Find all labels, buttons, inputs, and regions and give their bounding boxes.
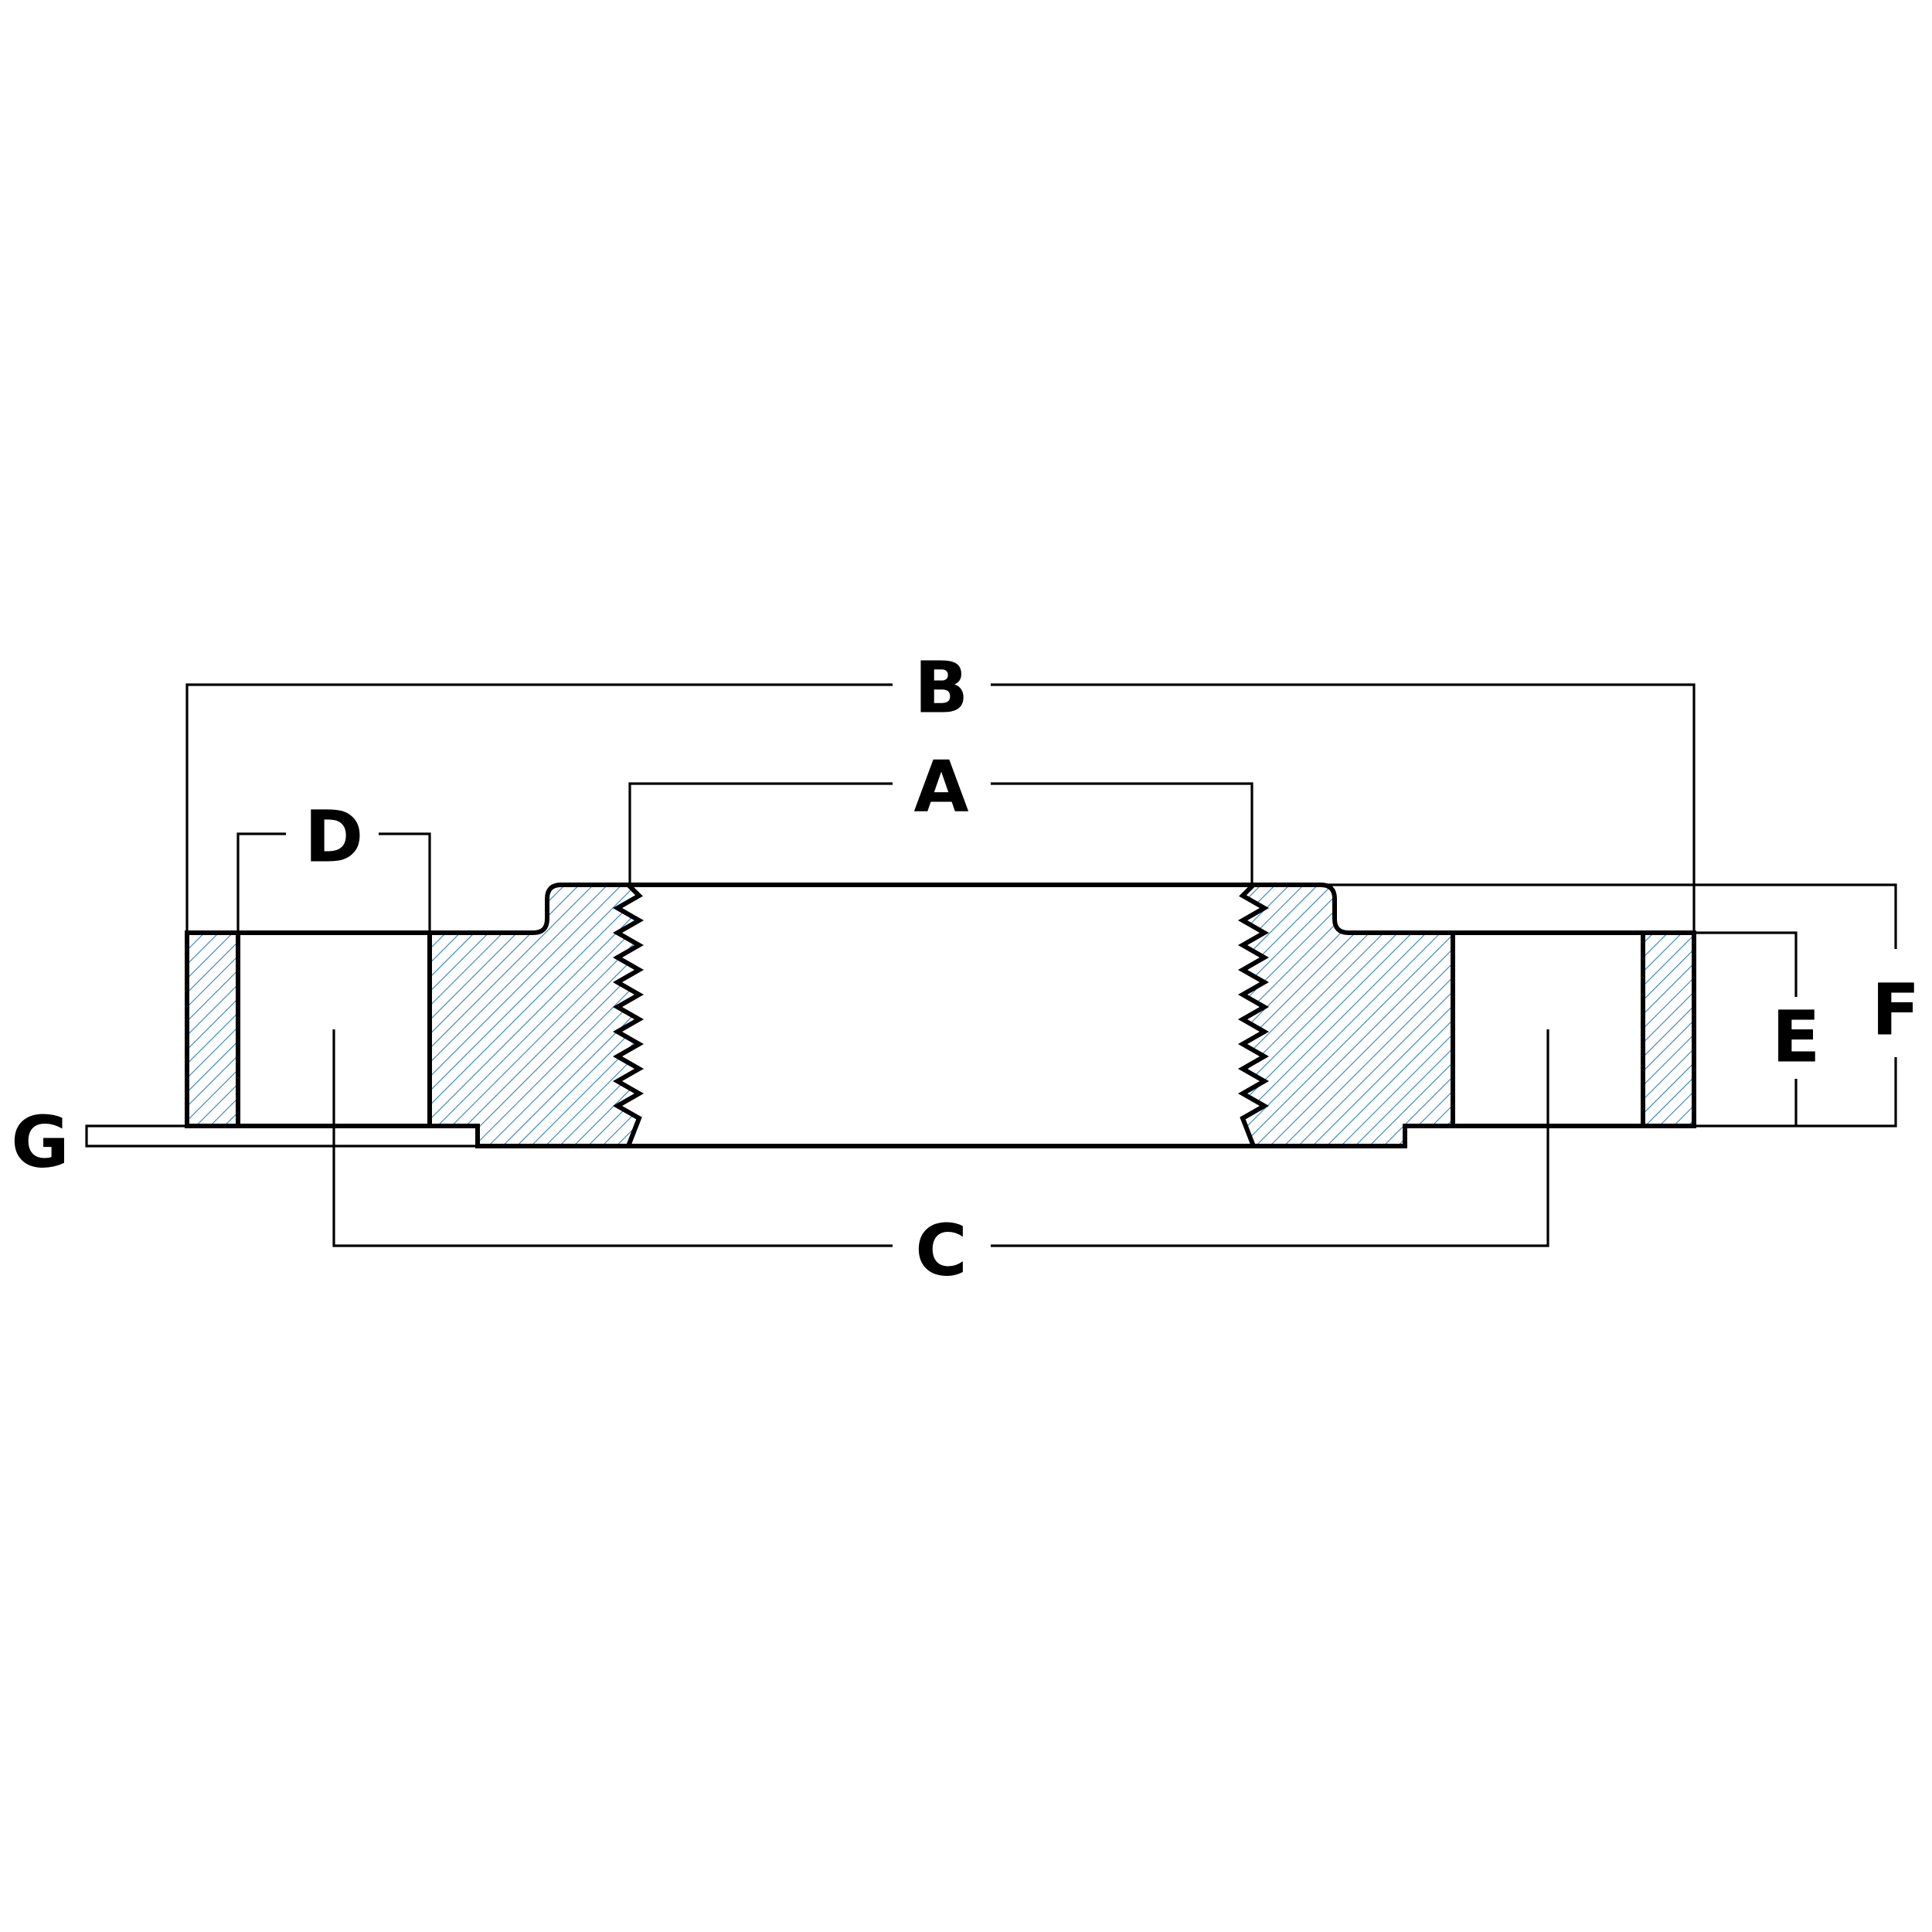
dimension-b-label: B <box>914 647 968 730</box>
dimension-g: G <box>11 1101 478 1184</box>
dimension-e-label: E <box>1772 996 1821 1079</box>
dimension-c-label: C <box>915 1209 968 1292</box>
dimension-e: E <box>1694 931 1821 1126</box>
dimension-a: A <box>628 746 1253 885</box>
right-rim-section <box>1641 930 1696 1128</box>
dimension-g-label: G <box>11 1101 70 1184</box>
right-body-section <box>1237 883 1455 1148</box>
dimension-d-label: D <box>304 796 363 879</box>
dimension-a-label: A <box>913 746 968 828</box>
left-rim-section <box>185 930 240 1128</box>
left-body-section <box>427 883 645 1148</box>
dimension-c: C <box>332 1029 1549 1292</box>
dimension-f-label: F <box>1872 969 1920 1052</box>
dimension-d: D <box>236 796 431 933</box>
dimension-f: F <box>1323 883 1920 1128</box>
dimension-b: B <box>185 647 1696 933</box>
